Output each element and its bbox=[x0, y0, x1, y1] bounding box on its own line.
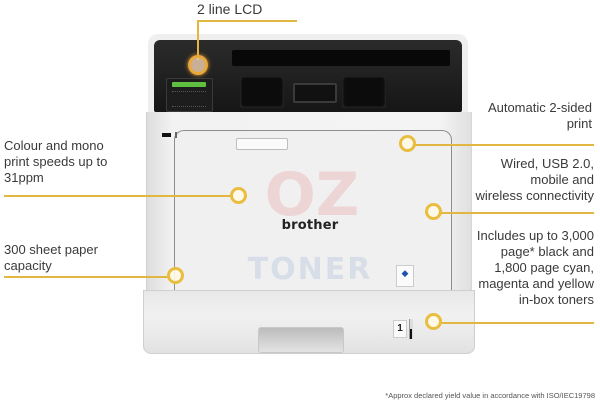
callout-toners-line-4: magenta and yellow bbox=[478, 276, 594, 291]
callout-speed-line bbox=[4, 195, 232, 197]
output-tray-right-recess bbox=[342, 76, 386, 108]
power-indicator-icon bbox=[175, 132, 177, 138]
callout-capacity-line-2: capacity bbox=[4, 258, 52, 273]
callout-capacity-line-1: 300 sheet paper bbox=[4, 242, 98, 257]
tray-number-label: 1 bbox=[393, 320, 407, 338]
callout-speed-marker-icon bbox=[230, 187, 247, 204]
callout-connectivity-line bbox=[438, 212, 594, 214]
colour-badge-icon: ◆ bbox=[396, 265, 414, 287]
watermark-oz: OZ bbox=[264, 160, 360, 230]
callout-capacity-line bbox=[4, 276, 170, 278]
callout-duplex-line bbox=[412, 144, 594, 146]
output-tray-left-recess bbox=[240, 76, 284, 108]
callout-toners-line-3: 1,800 page cyan, bbox=[494, 260, 594, 275]
callout-connectivity-line-1: Wired, USB 2.0, bbox=[500, 156, 594, 171]
callout-speed-line-3: 31ppm bbox=[4, 170, 44, 185]
callout-toners-line-1: Includes up to 3,000 bbox=[476, 228, 594, 243]
callout-speed-line-1: Colour and mono bbox=[4, 138, 104, 153]
callout-connectivity: Wired, USB 2.0, mobile and wireless conn… bbox=[440, 156, 595, 204]
callout-toners-line-5: in-box toners bbox=[518, 292, 594, 307]
yield-footnote: *Approx declared yield value in accordan… bbox=[385, 391, 595, 400]
callout-capacity: 300 sheet paper capacity bbox=[4, 242, 98, 274]
callout-duplex-line-1: Automatic 2-sided bbox=[487, 100, 592, 115]
callout-duplex-marker-icon bbox=[399, 135, 416, 152]
callout-speed-line-2: print speeds up to bbox=[4, 154, 108, 169]
brand-logo: brother bbox=[281, 218, 339, 233]
paper-tray-handle bbox=[258, 327, 344, 353]
front-cover-handle bbox=[236, 138, 288, 150]
panel-buttons bbox=[172, 91, 206, 107]
callout-toners-line bbox=[438, 322, 594, 324]
callout-lcd-line-v bbox=[197, 20, 199, 60]
callout-connectivity-line-3: wireless connectivity bbox=[475, 188, 595, 203]
lcd-screen bbox=[172, 82, 206, 87]
callout-toners: Includes up to 3,000 page* black and 1,8… bbox=[440, 228, 594, 308]
callout-duplex-line-2: print bbox=[566, 116, 592, 131]
output-tray-stopper bbox=[293, 83, 337, 103]
callout-connectivity-line-2: mobile and bbox=[530, 172, 594, 187]
paper-level-gauge-icon bbox=[409, 319, 413, 339]
callout-toners-line-2: page* black and bbox=[500, 244, 594, 259]
callout-toners-marker-icon bbox=[425, 313, 442, 330]
callout-connectivity-marker-icon bbox=[425, 203, 442, 220]
watermark-toner: TONER bbox=[247, 252, 373, 287]
callout-lcd-line-h bbox=[197, 20, 297, 22]
control-panel bbox=[166, 78, 213, 112]
callout-lcd: 2 line LCD bbox=[197, 1, 263, 17]
callout-duplex: Automatic 2-sided print bbox=[440, 100, 592, 132]
usb-port-icon bbox=[162, 133, 171, 137]
callout-speed: Colour and mono print speeds up to 31ppm bbox=[4, 138, 107, 186]
output-paper-slot bbox=[232, 50, 450, 66]
callout-lcd-marker-icon bbox=[188, 55, 208, 75]
callout-capacity-marker-icon bbox=[167, 267, 184, 284]
